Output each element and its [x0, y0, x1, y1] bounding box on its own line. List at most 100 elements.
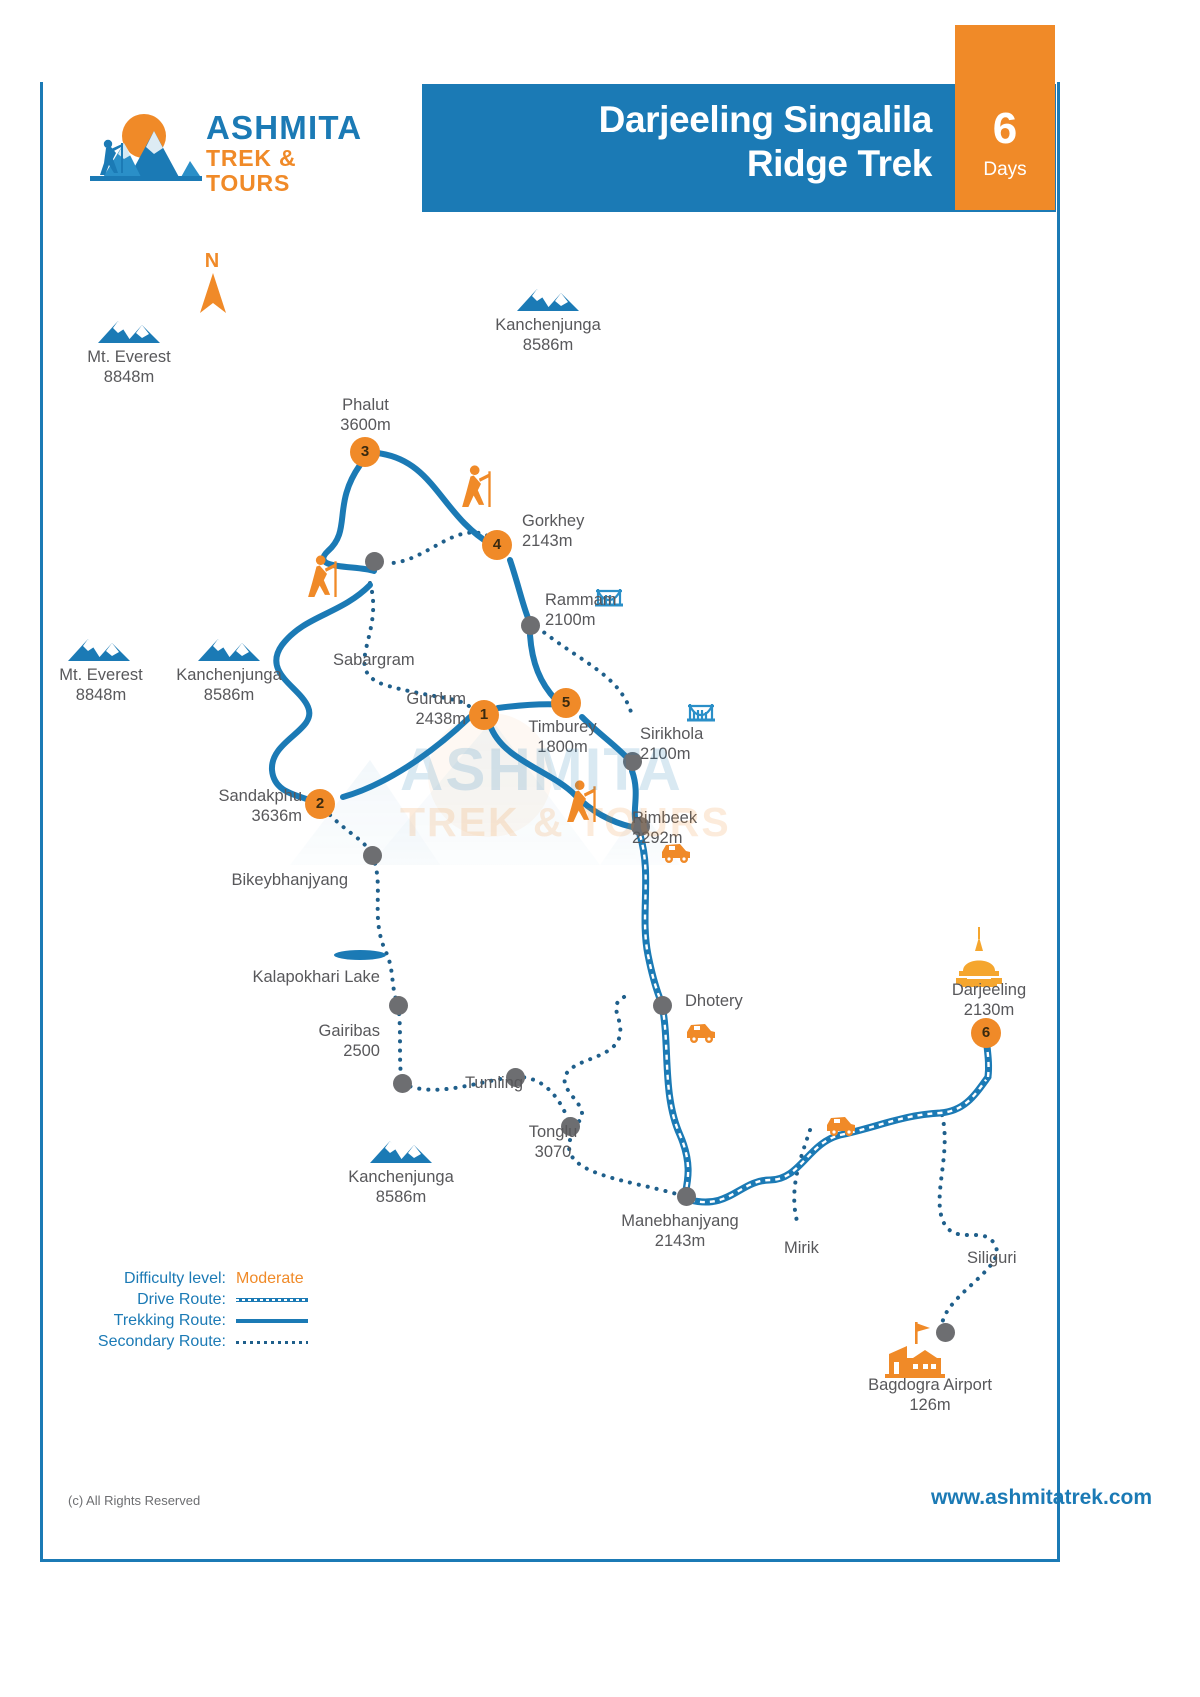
waypoint-node-manebhanjyang[interactable]	[677, 1187, 696, 1206]
stupa-icon	[956, 927, 1002, 987]
waypoint-name: Bagdogra Airport	[868, 1376, 992, 1394]
legend-secondary-key: Secondary Route:	[97, 1332, 226, 1350]
waypoint-node-rimbeek[interactable]	[631, 817, 650, 836]
stop-node-6[interactable]: 6	[971, 1018, 1001, 1048]
peak-name: Kanchenjunga	[495, 316, 601, 334]
legend-row-trekking: Trekking Route:	[88, 1310, 348, 1331]
waypoint-node-tonglu[interactable]	[561, 1117, 580, 1136]
stop-label-gorkhey: Gorkhey 2143m	[522, 511, 584, 551]
trekker-icon-3	[567, 780, 596, 822]
duration-badge: 6 Days	[955, 25, 1055, 210]
stop-label-darjeeling: Darjeeling 2130m	[924, 980, 1054, 1020]
waypoint-name: Manebhanjyang	[621, 1212, 739, 1230]
stop-elevation: 2438m	[415, 710, 466, 729]
stop-elevation: 2143m	[522, 532, 573, 551]
lake-icon	[334, 950, 386, 960]
legend-drive-key: Drive Route:	[137, 1290, 226, 1308]
website-link[interactable]: www.ashmitatrek.com	[931, 1486, 1152, 1509]
stop-name: Phalut	[342, 396, 389, 414]
mountain-icon-4	[198, 639, 260, 661]
waypoint-node-rammam[interactable]	[521, 616, 540, 635]
waypoint-name: Rammam	[545, 591, 617, 609]
waypoint-elevation: 3070	[534, 1143, 572, 1162]
north-arrow-icon	[200, 273, 226, 313]
waypoint-elevation: 2143m	[654, 1232, 706, 1251]
legend-difficulty-value: Moderate	[236, 1269, 304, 1287]
legend-secondary-swatch	[236, 1336, 308, 1348]
title-banner: Darjeeling Singalila Ridge Trek	[422, 84, 1056, 212]
trekker-icon-1	[462, 465, 491, 507]
route-lines	[68, 289, 1002, 1378]
waypoint-elevation: 2100m	[545, 611, 596, 630]
waypoint-label-sabargram: Sabargram	[333, 651, 415, 669]
stop-node-4[interactable]: 4	[482, 530, 512, 560]
mountain-icon-3	[68, 639, 130, 661]
legend-row-drive: Drive Route:	[88, 1289, 348, 1310]
peak-name: Mt. Everest	[87, 348, 171, 366]
waypoint-label-tumling: Tumling	[464, 1074, 524, 1092]
stop-elevation: 3636m	[251, 807, 302, 826]
waypoint-node-bikeybhanjyang[interactable]	[363, 846, 382, 865]
logo-primary-text: ASHMITA	[206, 109, 363, 146]
stop-name: Sandakphu	[218, 787, 303, 805]
waypoint-elevation: 2500	[343, 1042, 380, 1061]
peak-elevation: 8848m	[75, 686, 127, 705]
waypoint-label-siliguri: Siliguri	[967, 1249, 1017, 1267]
mountain-icon-2	[517, 289, 579, 311]
legend-row-secondary: Secondary Route:	[88, 1331, 348, 1352]
peak-label-kanchenjunga-3: Kanchenjunga 8586m	[336, 1167, 466, 1207]
bridge-icon-sirikhola	[687, 704, 715, 722]
trekker-icon-2	[308, 555, 337, 597]
stop-elevation: 1800m	[537, 738, 588, 757]
stop-label-sandakphu: Sandakphu 3636m	[190, 786, 303, 826]
waypoint-name: Rimbeek	[632, 809, 698, 827]
stop-node-3[interactable]: 3	[350, 437, 380, 467]
jeep-icon-3	[827, 1117, 855, 1136]
peak-elevation: 8848m	[103, 368, 155, 387]
duration-unit: Days	[983, 159, 1027, 180]
peak-name: Kanchenjunga	[176, 666, 282, 684]
waypoint-node-bagdogra[interactable]	[936, 1323, 955, 1342]
stop-node-1[interactable]: 1	[469, 700, 499, 730]
waypoint-node-kalapokhari[interactable]	[389, 996, 408, 1015]
stop-name: Gorkhey	[522, 512, 585, 530]
bridge-icon-rammam	[595, 589, 623, 607]
mountain-icon-1	[98, 321, 160, 343]
stop-name: Darjeeling	[951, 981, 1027, 999]
duration-number: 6	[992, 104, 1018, 153]
stop-name: Timburey	[528, 718, 597, 736]
waypoint-node-gairibas[interactable]	[393, 1074, 412, 1093]
stop-label-gurdum: Gurdum 2438m	[368, 689, 466, 729]
waypoint-node-junction-phalut[interactable]	[365, 552, 384, 571]
waypoint-elevation: 2292m	[632, 829, 683, 848]
compass: N	[192, 250, 232, 315]
copyright-text: (c) All Rights Reserved	[68, 1493, 201, 1508]
waypoint-label-sirikhola: Sirikhola 2100m	[640, 724, 703, 764]
peak-label-everest-1: Mt. Everest 8848m	[64, 347, 194, 387]
peak-elevation: 8586m	[522, 336, 574, 355]
mountain-sun-hiker-icon	[90, 114, 202, 181]
stop-node-5[interactable]: 5	[551, 688, 581, 718]
waypoint-elevation: 126m	[909, 1396, 951, 1415]
watermark-mountain-art	[290, 713, 680, 865]
jeep-icon-2	[687, 1024, 715, 1043]
waypoint-label-manebhanjyang: Manebhanjyang 2143m	[610, 1211, 750, 1251]
waypoint-label-rimbeek: Rimbeek 2292m	[632, 808, 697, 848]
waypoint-node-dhotery[interactable]	[653, 996, 672, 1015]
stop-name: Gurdum	[406, 690, 466, 708]
waypoint-label-bagdogra: Bagdogra Airport 126m	[830, 1375, 1030, 1415]
stop-node-2[interactable]: 2	[305, 789, 335, 819]
legend-drive-swatch	[236, 1294, 308, 1306]
compass-label: N	[204, 250, 220, 272]
legend-trekking-swatch	[236, 1315, 308, 1327]
legend-row-difficulty: Difficulty level: Moderate	[88, 1268, 348, 1289]
waypoint-name: Gairibas	[318, 1022, 380, 1040]
title-line-1: Darjeeling Singalila	[598, 99, 933, 140]
waypoint-label-bikeybhanjyang: Bikeybhanjyang	[231, 871, 349, 889]
peak-label-kanchenjunga-1: Kanchenjunga 8586m	[483, 315, 613, 355]
waypoint-name: Tonglu	[528, 1123, 578, 1141]
route-map: N 3 4 1 5 2 6 Mt. Everest 8848m Kanchenj…	[40, 215, 1060, 1445]
page-border	[40, 82, 1060, 1562]
waypoint-node-tumling[interactable]	[506, 1068, 525, 1087]
waypoint-node-sirikhola[interactable]	[623, 752, 642, 771]
